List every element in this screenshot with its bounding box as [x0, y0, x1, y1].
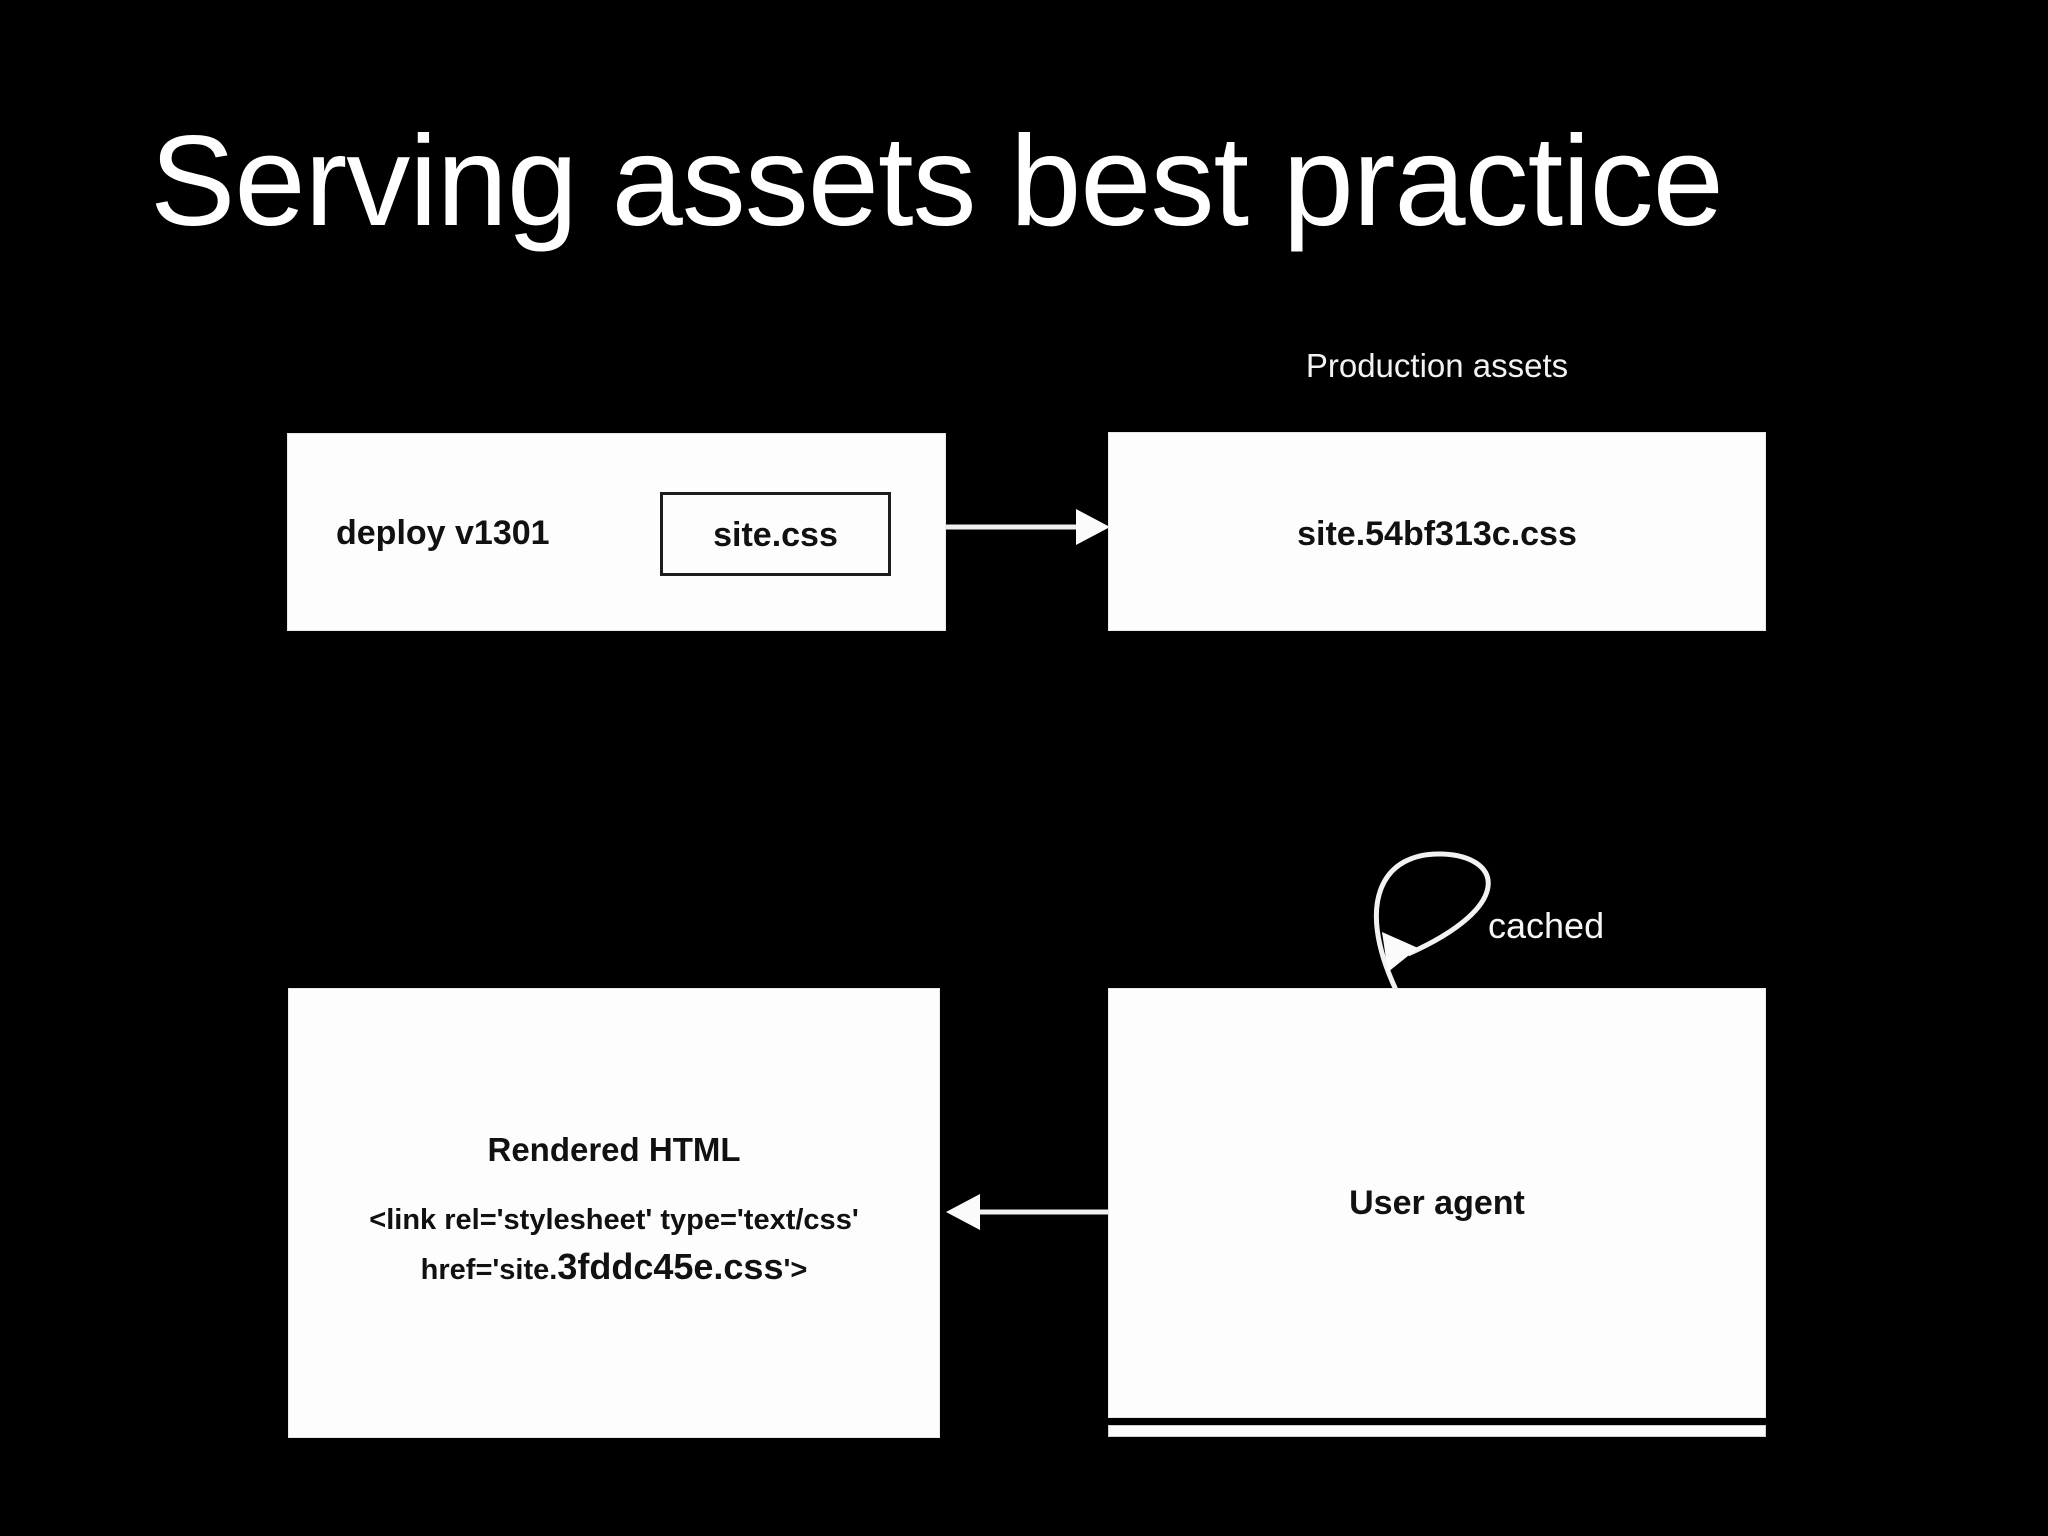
code-line-2-hash: 3fddc45e.css — [557, 1246, 784, 1288]
production-asset-label: site.54bf313c.css — [1297, 515, 1577, 553]
source-asset-label: site.css — [713, 516, 838, 554]
rendered-html-box: Rendered HTML <link rel='stylesheet' typ… — [288, 988, 940, 1438]
user-agent-box: User agent — [1108, 988, 1766, 1418]
arrow-useragent-to-rendered-icon — [946, 1194, 1110, 1230]
code-line-1: <link rel='stylesheet' type='text/css' — [369, 1204, 859, 1236]
page-title: Serving assets best practice — [150, 110, 1724, 253]
code-line-2: href='site.3fddc45e.css'> — [289, 1241, 939, 1293]
cached-loop-arrow-icon — [1373, 851, 1491, 992]
source-asset-box: site.css — [660, 492, 891, 576]
rendered-html-code: <link rel='stylesheet' type='text/css' h… — [289, 1199, 939, 1293]
user-agent-footer-strip — [1108, 1425, 1766, 1437]
deploy-version-label: deploy v1301 — [336, 514, 550, 552]
code-line-2-prefix: href='site. — [420, 1254, 558, 1287]
deploy-node-box: deploy v1301 site.css — [287, 433, 946, 631]
arrow-deploy-to-production-icon — [946, 509, 1110, 545]
production-assets-box: site.54bf313c.css — [1108, 432, 1766, 631]
cached-edge-label: cached — [1488, 905, 1605, 946]
code-line-2-suffix: '> — [783, 1254, 808, 1287]
production-assets-caption: Production assets — [1305, 347, 1569, 384]
user-agent-label: User agent — [1349, 1184, 1525, 1222]
rendered-html-title: Rendered HTML — [487, 1131, 741, 1168]
